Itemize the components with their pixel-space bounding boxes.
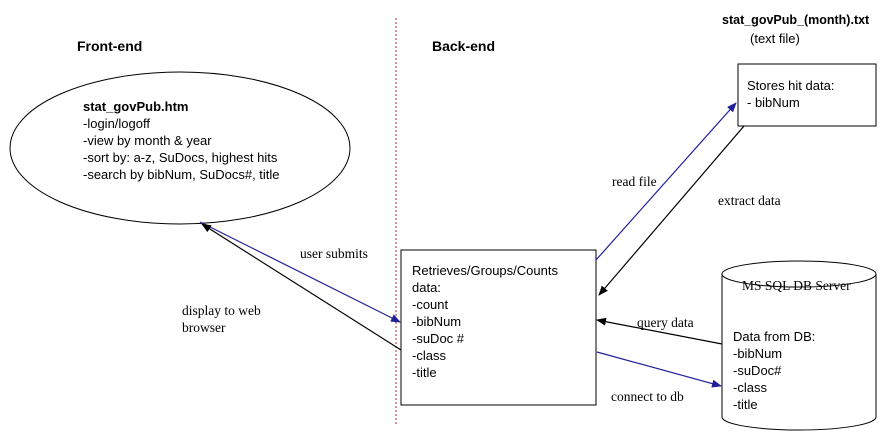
query-data-arrow: [596, 317, 723, 345]
process-line: -bibNum: [412, 314, 462, 329]
process-box: [400, 249, 597, 406]
process-line: -count: [412, 297, 449, 312]
process-line: -title: [412, 365, 437, 380]
front-end-header: Front-end: [77, 38, 143, 54]
text-file-caption: (text file): [750, 31, 800, 46]
db-line: -suDoc#: [733, 363, 782, 378]
back-end-header: Back-end: [432, 38, 496, 54]
extract-data-label: extract data: [718, 193, 781, 208]
feature-line: -login/logoff: [83, 116, 150, 131]
db-line: -class: [733, 380, 767, 395]
display-label-line1: display to web: [182, 303, 261, 318]
frontend-page-ellipse: [9, 71, 351, 225]
extract-data-arrow: [598, 125, 745, 296]
database-contents: Data from DB: -bibNum -suDoc# -class -ti…: [733, 328, 815, 413]
query-data-label: query data: [637, 315, 694, 330]
process-line: -suDoc #: [412, 331, 465, 346]
process-line: Retrieves/Groups/Counts: [412, 263, 558, 278]
feature-line: -view by month & year: [83, 133, 212, 148]
text-file-name: stat_govPub_(month).txt: [722, 13, 870, 27]
process-line: data:: [412, 280, 441, 295]
process-box-contents: Retrieves/Groups/Counts data: -count -bi…: [412, 262, 558, 381]
database-cylinder: [721, 260, 877, 431]
db-line: -title: [733, 397, 758, 412]
db-line: Data from DB:: [733, 329, 816, 344]
user-submits-arrow: [199, 221, 401, 323]
read-file-label: read file: [612, 174, 657, 189]
text-file-box-contents: Stores hit data: - bibNum: [747, 77, 834, 111]
feature-line: -sort by: a-z, SuDocs, highest hits: [83, 150, 278, 165]
read-file-arrow: [595, 102, 737, 261]
text-file-box: [737, 63, 877, 127]
text-file-line: - bibNum: [747, 95, 800, 110]
feature-line: -search by bibNum, SuDocs#, title: [83, 167, 280, 182]
db-line: -bibNum: [733, 346, 783, 361]
display-label-line2: browser: [182, 320, 226, 335]
user-submits-label: user submits: [300, 246, 368, 261]
ellipse-contents: stat_govPub.htm -login/logoff -view by m…: [83, 98, 280, 183]
text-file-line: Stores hit data:: [747, 78, 835, 93]
display-to-browser-arrow: [201, 223, 402, 351]
database-title: MS SQL DB Server: [742, 278, 851, 293]
process-line: -class: [412, 348, 446, 363]
page-filename: stat_govPub.htm: [83, 99, 189, 114]
connect-to-db-arrow: [596, 351, 722, 388]
connect-to-db-label: connect to db: [611, 389, 684, 404]
